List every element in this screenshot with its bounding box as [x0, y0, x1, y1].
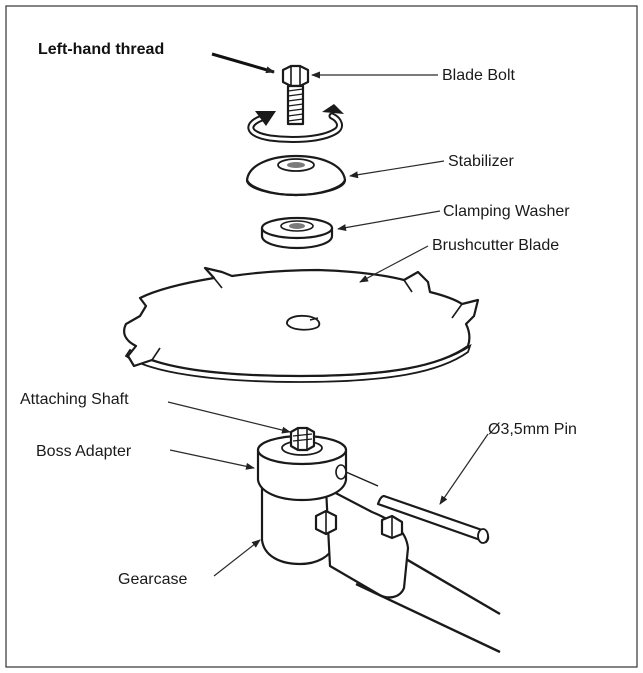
leader-lines [167, 52, 489, 577]
label-attaching-shaft: Attaching Shaft [20, 391, 129, 408]
rotation-arrow-icon [247, 104, 344, 144]
label-left-hand-thread: Left-hand thread [38, 41, 164, 58]
label-gearcase: Gearcase [118, 571, 187, 588]
label-brushcutter-blade: Brushcutter Blade [432, 237, 559, 254]
label-boss-adapter: Boss Adapter [36, 443, 132, 460]
stabilizer-part [245, 154, 347, 197]
blade-bolt-part [281, 64, 310, 126]
brushcutter-blade-part [123, 266, 480, 383]
pin-part [376, 494, 490, 544]
clamping-washer-part [260, 216, 334, 250]
label-pin: Ø3,5mm Pin [488, 421, 577, 438]
attaching-shaft-part [289, 426, 316, 452]
label-clamping-washer: Clamping Washer [443, 203, 570, 220]
boss-adapter-part [256, 434, 379, 502]
gearcase-part [260, 480, 410, 599]
label-stabilizer: Stabilizer [448, 153, 514, 170]
label-blade-bolt: Blade Bolt [442, 67, 515, 84]
left-hand-thread-arrow [211, 52, 275, 74]
